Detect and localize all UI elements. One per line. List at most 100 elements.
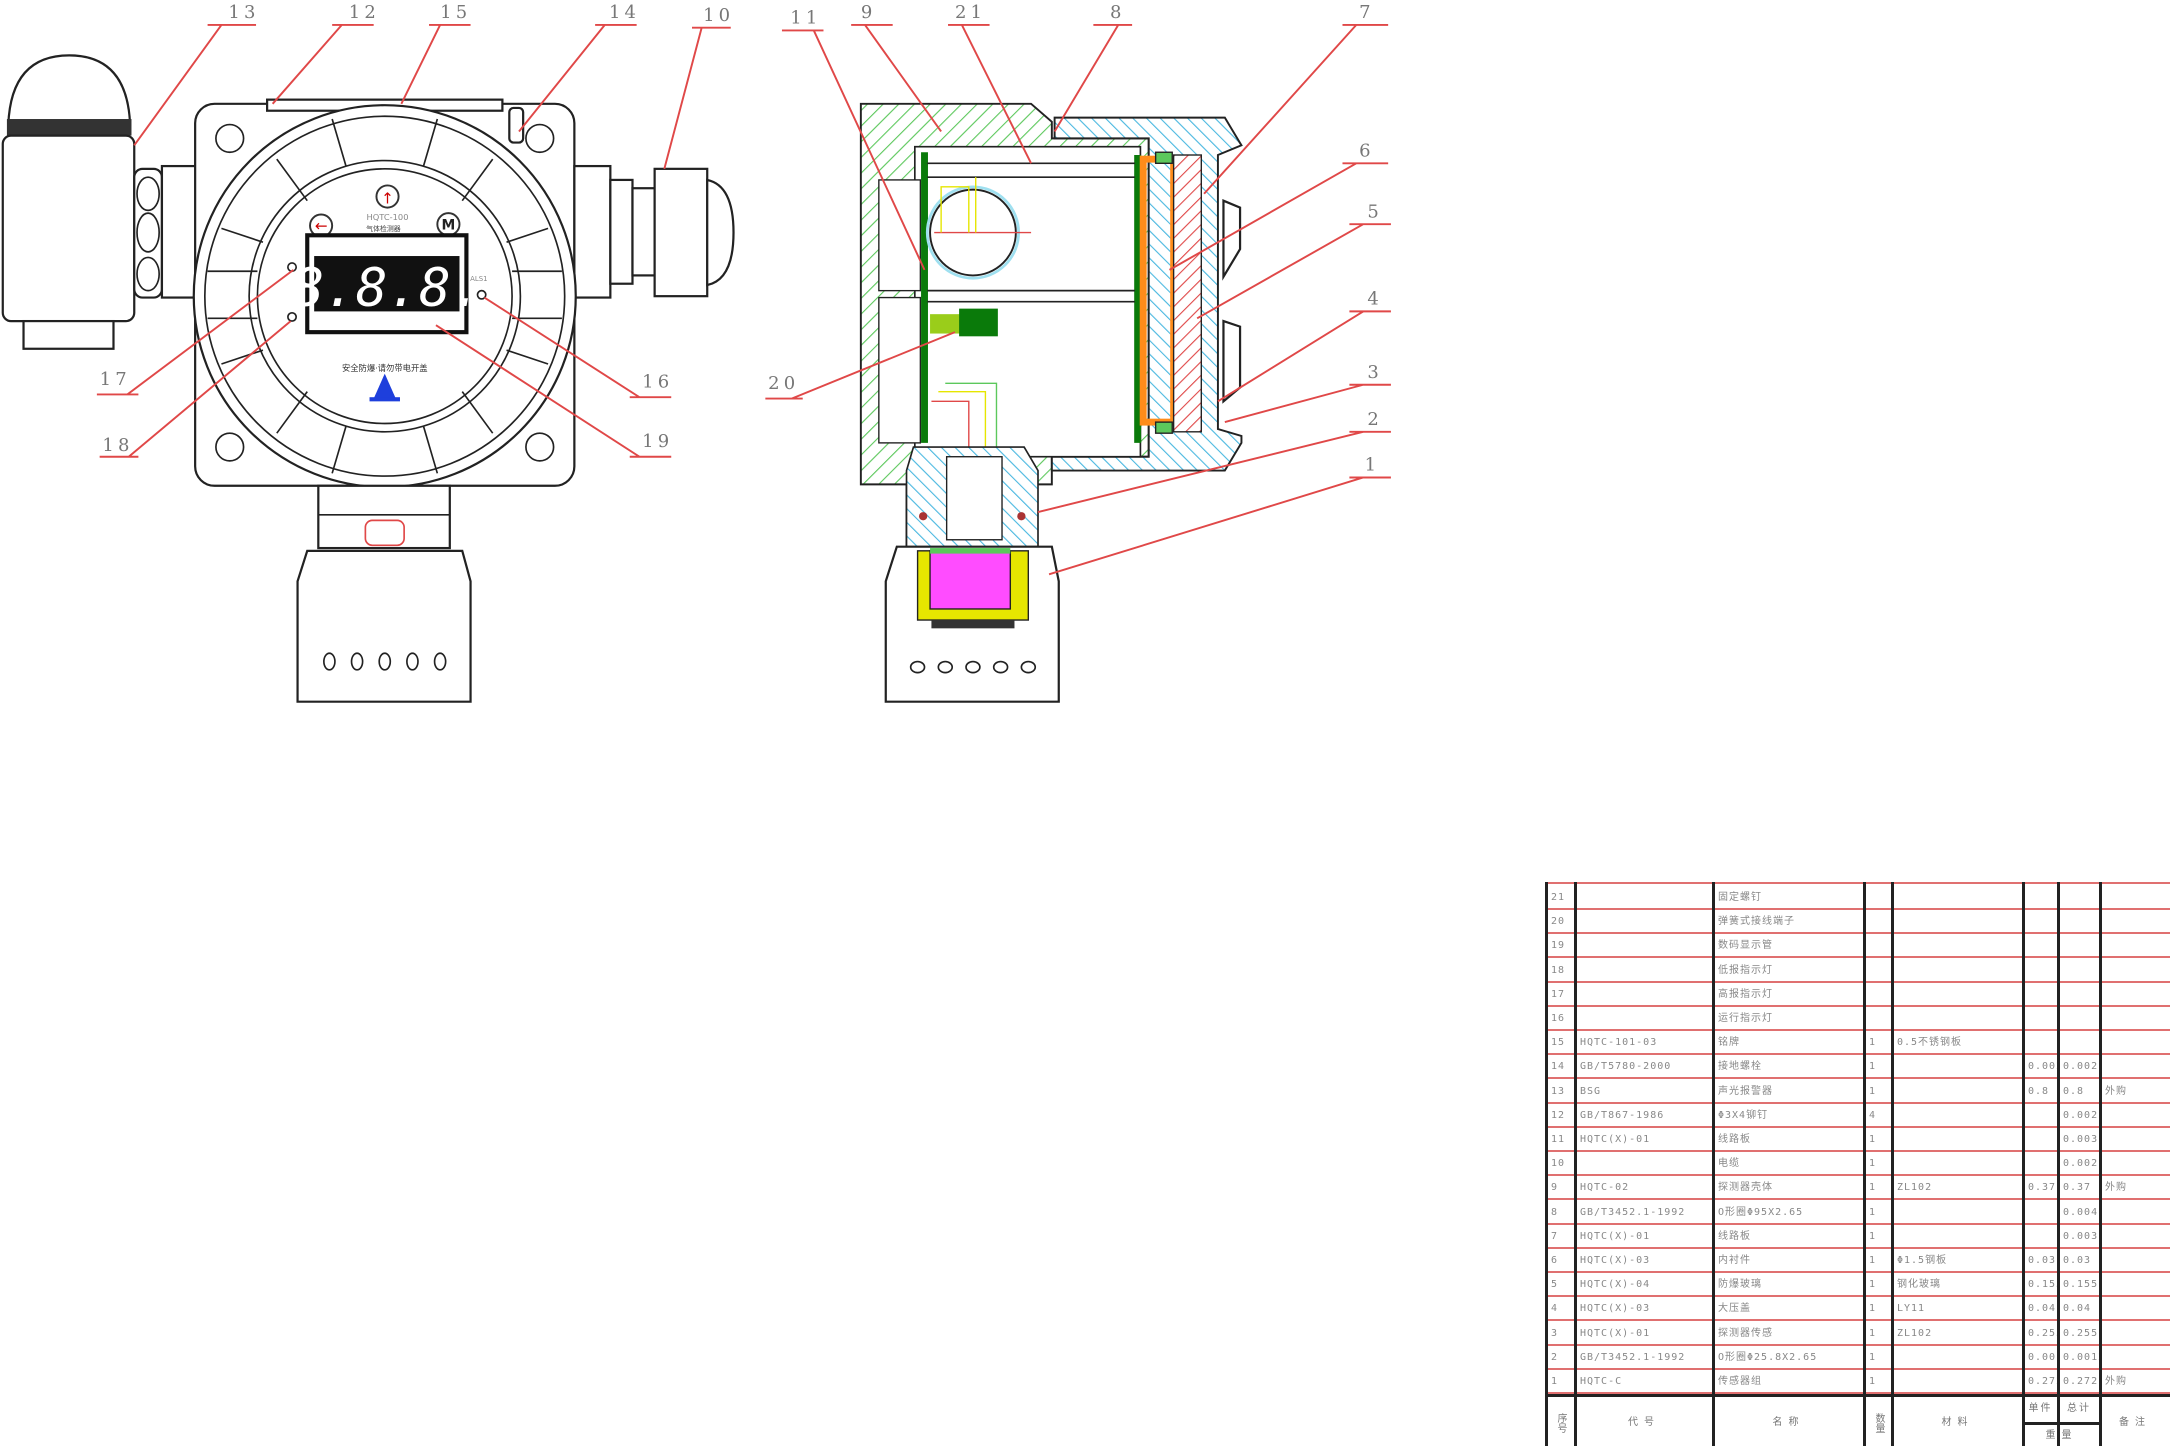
cell-material <box>1892 1007 2023 1031</box>
cell-code: HQTC(X)-03 <box>1580 1255 1651 1266</box>
cell-no: 4 <box>1551 1303 1559 1315</box>
header-border <box>1546 1394 2170 1398</box>
cell-note <box>2100 1055 2170 1079</box>
cell-total <box>2058 1031 2100 1055</box>
cell-name: 电缆 <box>1718 1158 1740 1170</box>
column-divider <box>1891 882 1894 1447</box>
cell-total: 0.04 <box>2063 1303 2092 1315</box>
cell-qty <box>1864 886 1892 910</box>
cell-note: 外购 <box>2105 1182 2127 1194</box>
cell-note <box>2100 1225 2170 1249</box>
svg-text:↑: ↑ <box>381 189 394 207</box>
cell-code <box>1575 934 1713 958</box>
cell-no: 7 <box>1551 1230 1559 1242</box>
cell-name: 铭牌 <box>1718 1037 1740 1049</box>
leader-lines <box>96 23 1391 576</box>
callout-15: 15 <box>440 2 471 23</box>
cell-material <box>1892 886 2023 910</box>
header-code: 代号 <box>1628 1417 1660 1429</box>
cell-unit <box>2023 1152 2058 1176</box>
cell-total: 0.002 <box>2063 1061 2099 1073</box>
low-alarm-led <box>287 311 298 322</box>
cell-note <box>2100 1201 2170 1225</box>
cell-qty: 1 <box>1869 1303 1877 1315</box>
cell-note <box>2100 1322 2170 1346</box>
cell-total: 0.155 <box>2063 1279 2099 1291</box>
callout-14: 14 <box>609 2 640 23</box>
cell-total: 0.003 <box>2063 1230 2099 1242</box>
column-divider <box>1863 882 1866 1447</box>
cell-note <box>2100 886 2170 910</box>
cell-unit: 0.272 <box>2028 1376 2058 1387</box>
cell-no: 13 <box>1551 1085 1566 1097</box>
header-qty: 数量 <box>1873 1413 1884 1434</box>
table-row: 21 固定螺钉 <box>1546 886 2170 910</box>
cell-material: 0.5不锈钢板 <box>1897 1037 1963 1049</box>
cell-no: 21 <box>1551 892 1566 903</box>
cell-note <box>2100 959 2170 983</box>
column-divider <box>2022 882 2025 1447</box>
cell-qty: 1 <box>1869 1085 1877 1097</box>
cell-material <box>1892 1370 2023 1394</box>
cell-code <box>1575 1152 1713 1176</box>
callout-17: 17 <box>100 369 131 390</box>
cell-qty: 1 <box>1869 1327 1877 1339</box>
front-view: ↑ ← M HQTC-100 气体检测器 8.8.8. ALS1 安全防爆·请勿… <box>1 54 735 703</box>
cell-note: 外购 <box>2105 1085 2127 1097</box>
callout-2: 2 <box>1367 409 1383 430</box>
cell-no: 19 <box>1551 940 1566 952</box>
cell-code <box>1575 959 1713 983</box>
header-material: 材料 <box>1941 1417 1974 1429</box>
cell-name: 低报指示灯 <box>1718 964 1773 976</box>
cell-note <box>2100 1007 2170 1031</box>
cell-qty: 1 <box>1869 1255 1877 1266</box>
cell-unit <box>2023 1201 2058 1225</box>
cell-no: 2 <box>1551 1351 1559 1363</box>
cell-qty <box>1864 910 1892 934</box>
column-divider <box>2057 882 2060 1447</box>
alarm-label: ALS1 <box>470 275 487 283</box>
cell-name: 大压盖 <box>1718 1303 1751 1315</box>
cell-total <box>2058 983 2100 1007</box>
cell-material <box>1892 1152 2023 1176</box>
column-divider <box>1545 882 1548 1447</box>
cell-unit: 0.37 <box>2028 1182 2057 1194</box>
callout-11: 11 <box>790 8 821 29</box>
cell-total: 0.0012 <box>2063 1351 2100 1363</box>
cell-total: 0.002 <box>2063 1109 2099 1121</box>
cable-gland <box>573 164 735 299</box>
cell-name: 弹簧式接线端子 <box>1718 916 1795 928</box>
cell-code: HQTC(X)-01 <box>1580 1327 1651 1339</box>
cell-unit <box>2023 1007 2058 1031</box>
cell-total: 0.003 <box>2063 1134 2099 1145</box>
cell-total: 0.255 <box>2063 1327 2099 1339</box>
cell-code: BSG <box>1580 1085 1602 1097</box>
cell-material <box>1892 934 2023 958</box>
cell-qty <box>1864 983 1892 1007</box>
cell-name: 固定螺钉 <box>1718 892 1762 903</box>
cell-code: HQTC-C <box>1580 1376 1623 1387</box>
cell-qty <box>1864 959 1892 983</box>
cell-material <box>1892 1346 2023 1370</box>
cell-name: 运行指示灯 <box>1718 1013 1773 1024</box>
cell-name: 防爆玻璃 <box>1718 1279 1762 1291</box>
callout-1: 1 <box>1365 455 1381 476</box>
cell-total: 0.03 <box>2063 1255 2092 1266</box>
cell-unit <box>2023 910 2058 934</box>
cell-total: 0.272 <box>2063 1376 2099 1387</box>
cell-code: GB/T867-1986 <box>1580 1109 1665 1121</box>
cell-qty: 1 <box>1869 1158 1877 1170</box>
callout-18: 18 <box>102 435 133 456</box>
callout-4: 4 <box>1367 288 1383 309</box>
cell-unit: 0.03 <box>2028 1255 2057 1266</box>
cell-code: HQTC(X)-01 <box>1580 1134 1651 1145</box>
